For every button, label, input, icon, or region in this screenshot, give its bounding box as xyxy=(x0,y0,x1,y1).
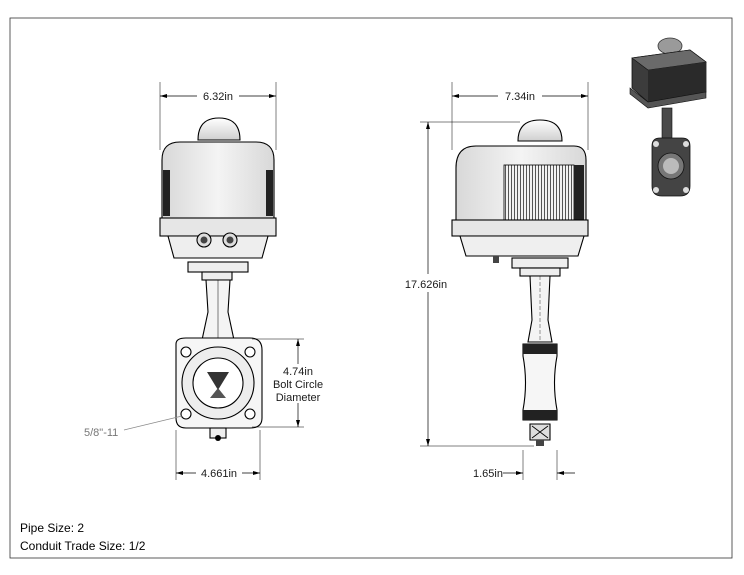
actuator-lower-housing xyxy=(459,235,585,257)
bolt-circle-value-label: 4.74in xyxy=(283,366,313,378)
side-view: 7.34in 17.626in xyxy=(405,82,589,480)
cover-side-stripe-right xyxy=(266,170,273,216)
valve-body-side xyxy=(522,343,558,421)
bolt-hole-icon xyxy=(244,408,256,420)
side-width-bottom-label: 1.65in xyxy=(473,468,503,480)
bolt-hole-icon xyxy=(180,346,192,358)
bolt-circle-diameter-label: Diameter xyxy=(276,392,321,404)
mounting-bracket xyxy=(187,261,249,273)
bolt-circle-caption-label: Bolt Circle xyxy=(273,379,323,391)
cooling-fins xyxy=(503,164,575,221)
bolt-hole-icon xyxy=(180,408,192,420)
front-width-top-label: 6.32in xyxy=(203,91,233,103)
front-width-bottom-label: 4.661in xyxy=(201,468,237,480)
indicator-dome xyxy=(197,117,241,141)
side-height-label: 17.626in xyxy=(405,279,447,291)
isometric-view xyxy=(629,37,707,197)
actuator-base xyxy=(451,219,589,237)
mounting-bracket xyxy=(511,257,569,269)
actuator-base xyxy=(159,217,277,237)
side-width-top-label: 7.34in xyxy=(505,91,535,103)
actuator-cover xyxy=(161,141,275,219)
pipe-size-label: Pipe Size: 2 xyxy=(20,521,84,535)
conduit-size-label: Conduit Trade Size: 1/2 xyxy=(20,539,146,553)
disc-indicator-top xyxy=(207,372,229,390)
bolt-hole-icon xyxy=(244,346,256,358)
cover-side-stripe-left xyxy=(163,170,170,216)
front-view: 6.32in xyxy=(84,82,323,480)
sheet-border xyxy=(9,17,733,559)
iso-neck xyxy=(661,107,673,139)
thread-callout-label: 5/8"-11 xyxy=(84,427,118,439)
actuator-lower-housing xyxy=(167,235,269,259)
indicator-dome xyxy=(517,119,563,142)
